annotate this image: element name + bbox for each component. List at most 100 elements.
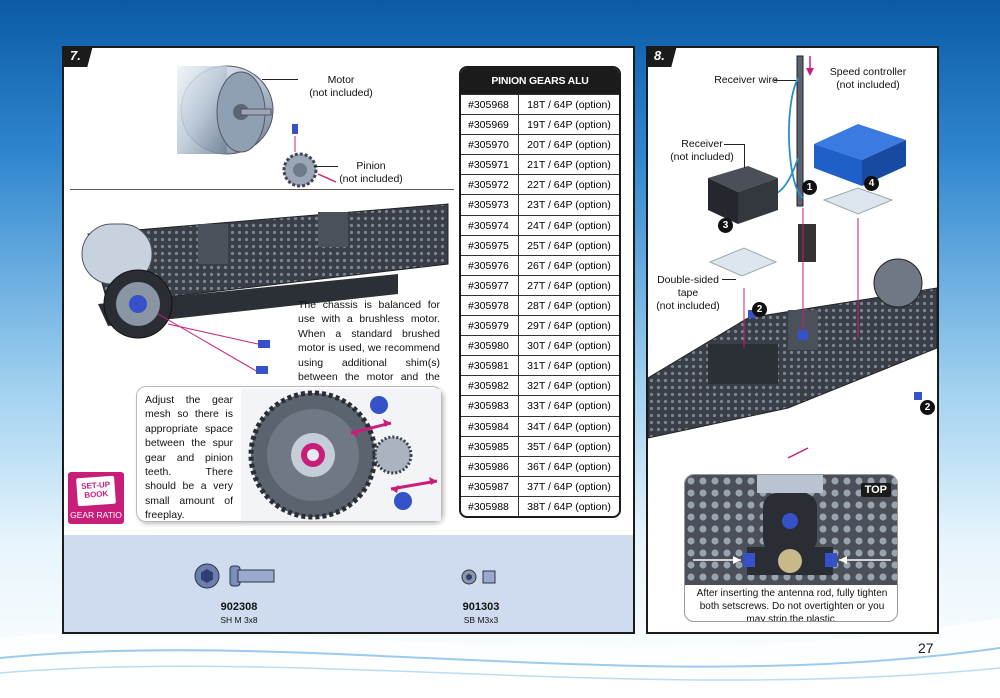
pinion-table-body: #305968 18T / 64P (option) #305969 19T / 64… — [461, 94, 619, 516]
table-row: #305970 20T / 64P (option) — [461, 134, 619, 155]
table-row: #305969 19T / 64P (option) — [461, 114, 619, 135]
table-row: #305972 22T / 64P (option) — [461, 174, 619, 195]
table-row: #305971 21T / 64P (option) — [461, 154, 619, 175]
part-number-cell: #305973 — [461, 195, 519, 215]
section-divider — [70, 189, 454, 190]
gear-size-cell: 38T / 64P (option) — [527, 500, 611, 513]
gear-size-cell: 18T / 64P (option) — [527, 99, 611, 111]
part-number-cell: #305976 — [461, 255, 519, 275]
gear-size-cell: 30T / 64P (option) — [527, 340, 611, 353]
part-number-cell: #305977 — [461, 275, 519, 295]
part-902308-code: 902308 — [220, 601, 258, 613]
setup-book-badge: SET-UP BOOK GEAR RATIO — [68, 472, 124, 524]
part-901303-name: SB M3x3 — [463, 615, 499, 625]
part-number-cell: #305972 — [461, 175, 519, 195]
setup-book-icon: SET-UP BOOK — [76, 475, 116, 507]
antenna-setscrew-note: After inserting the antenna rod, fully t… — [696, 588, 888, 622]
step-8-panel: 8. R — [646, 46, 939, 634]
table-row: #305982 32T / 64P (option) — [461, 375, 619, 396]
part-number-cell: #305974 — [461, 215, 519, 235]
gear-size-cell: 35T / 64P (option) — [527, 440, 611, 453]
speed-controller-label: Speed controller (not included) — [829, 66, 907, 91]
motor-illustration — [177, 65, 274, 155]
gear-size-cell: 29T / 64P (option) — [527, 320, 611, 333]
part-number-cell: #305986 — [461, 456, 519, 476]
part-902308-name: SH M 3x8 — [220, 615, 258, 625]
part-number-cell: #305982 — [461, 376, 519, 396]
gear-size-cell: 25T / 64P (option) — [527, 239, 611, 252]
step-8-number: 8. — [646, 46, 677, 67]
table-row: #305975 25T / 64P (option) — [461, 234, 619, 255]
gear-mesh-note: Adjust the gear mesh so there is appropr… — [145, 394, 233, 522]
table-row: #305981 31T / 64P (option) — [461, 355, 619, 376]
pinion-label: Pinion (not included) — [339, 160, 403, 185]
step-7-panel: 7. Motor (not included) Pinion (not incl… — [62, 46, 635, 634]
table-row: #305978 28T / 64P (option) — [461, 294, 619, 316]
step-7-number: 7. — [62, 46, 93, 67]
part-number-cell: #305971 — [461, 155, 519, 175]
gear-size-cell: 37T / 64P (option) — [527, 480, 611, 493]
table-row: #305984 34T / 64P (option) — [461, 415, 619, 436]
callout-4: 4 — [864, 176, 879, 191]
part-number-cell: #305981 — [461, 356, 519, 376]
gear-size-cell: 34T / 64P (option) — [527, 420, 611, 433]
callout-1: 1 — [802, 180, 817, 195]
gear-size-cell: 33T / 64P (option) — [527, 400, 611, 413]
gear-size-cell: 19T / 64P (option) — [527, 119, 611, 132]
gear-size-cell: 28T / 64P (option) — [527, 299, 611, 312]
part-901303-code: 901303 — [462, 601, 500, 613]
table-row: #305988 38T / 64P (option) — [461, 495, 619, 516]
gear-size-cell: 22T / 64P (option) — [527, 179, 611, 192]
part-number-cell: #305969 — [461, 115, 519, 135]
gear-size-cell: 32T / 64P (option) — [527, 380, 611, 393]
part-number-cell: #305983 — [461, 396, 519, 416]
page-number: 27 — [918, 640, 934, 656]
table-row: #305968 18T / 64P (option) — [461, 94, 619, 115]
part-number-cell: #305984 — [461, 416, 519, 436]
gear-mesh-callout: Adjust the gear mesh so there is appropr… — [136, 386, 442, 522]
part-number-cell: #305970 — [461, 135, 519, 155]
gear-size-cell: 24T / 64P (option) — [527, 219, 611, 232]
parts-strip: 902308 SH M 3x8 901303 SB M3x3 — [64, 535, 633, 632]
callout-2-right: 2 — [920, 400, 935, 415]
part-number-cell: #305979 — [461, 316, 519, 336]
gear-size-cell: 23T / 64P (option) — [527, 199, 611, 212]
top-badge: TOP — [860, 483, 891, 497]
gear-size-cell: 21T / 64P (option) — [527, 159, 611, 172]
pinion-gears-table: PINION GEARS ALU HARDCOATED #305968 18T /… — [459, 66, 621, 518]
part-number-cell: #305975 — [461, 235, 519, 255]
gear-size-cell: 20T / 64P (option) — [527, 139, 611, 152]
table-row: #305987 37T / 64P (option) — [461, 475, 619, 496]
motor-label: Motor (not included) — [309, 74, 373, 99]
gear-size-cell: 36T / 64P (option) — [527, 460, 611, 473]
receiver-wire-label: Receiver wire — [714, 74, 778, 86]
part-number-cell: #305968 — [461, 95, 519, 115]
hex-screw-icon — [194, 563, 275, 589]
pinion-illustration — [282, 124, 337, 188]
chassis-illustration — [81, 203, 449, 374]
part-number-cell: #305987 — [461, 476, 519, 496]
gear-ratio-caption: GEAR RATIO — [70, 510, 122, 520]
pinion-table-header: PINION GEARS ALU HARDCOATED — [461, 68, 619, 113]
table-row: #305977 27T / 64P (option) — [461, 274, 619, 295]
set-screw-icon — [461, 569, 496, 585]
part-number-cell: #305985 — [461, 436, 519, 456]
top-view-detail: TOP After inserting the antenna rod, ful… — [684, 474, 898, 622]
part-number-cell: #305988 — [461, 496, 519, 516]
part-number-cell: #305978 — [461, 295, 519, 316]
receiver-label: Receiver (not included) — [670, 138, 734, 163]
table-row: #305976 26T / 64P (option) — [461, 254, 619, 275]
gear-mesh-illustration — [241, 389, 441, 521]
gear-size-cell: 26T / 64P (option) — [527, 259, 611, 272]
gear-size-cell: 27T / 64P (option) — [527, 279, 611, 292]
double-sided-tape-label: Double-sided tape (not included) — [656, 274, 720, 312]
table-row: #305974 24T / 64P (option) — [461, 214, 619, 235]
gear-size-cell: 31T / 64P (option) — [527, 360, 611, 373]
table-row: #305986 36T / 64P (option) — [461, 455, 619, 476]
callout-3: 3 — [718, 218, 733, 233]
table-row: #305979 29T / 64P (option) — [461, 315, 619, 336]
electronics-illustration — [648, 55, 937, 459]
table-row: #305973 23T / 64P (option) — [461, 194, 619, 215]
table-row: #305983 33T / 64P (option) — [461, 395, 619, 416]
